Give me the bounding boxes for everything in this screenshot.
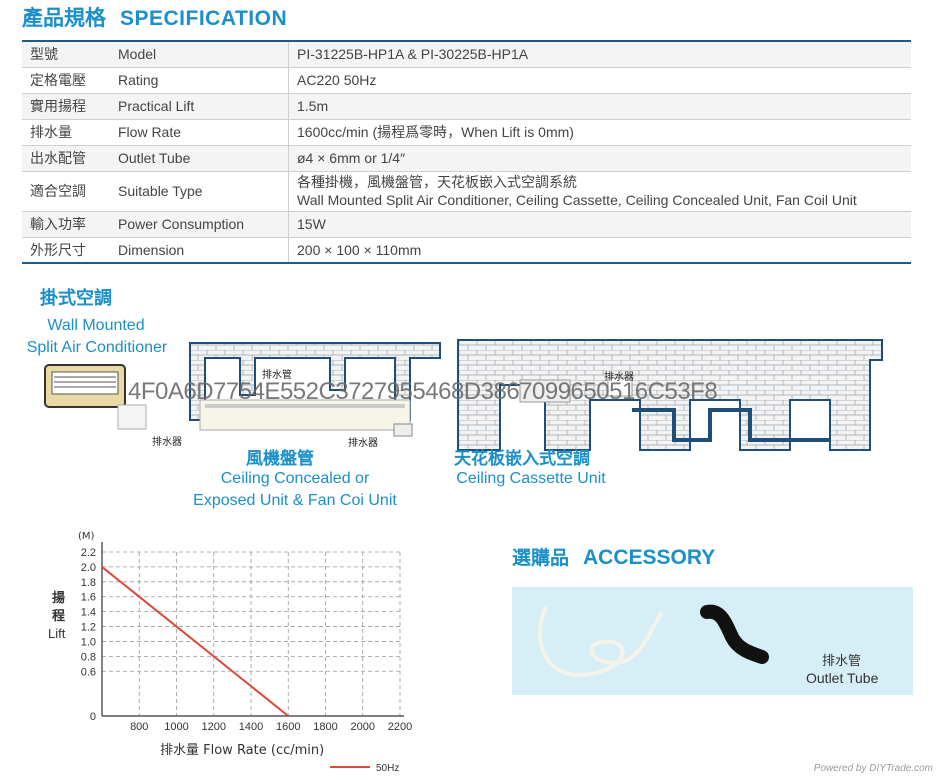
chart-y-unit: (M): [78, 531, 95, 542]
wall-mounted-unit: [44, 364, 147, 430]
x-tick-label: 1600: [276, 721, 300, 733]
x-tick-label: 1000: [164, 721, 188, 733]
spec-row-rating: 定格電壓 Rating AC220 50Hz: [22, 67, 911, 93]
accessory-heading-zh: 選購品: [512, 547, 570, 569]
spec-heading-zh: 產品規格: [22, 6, 106, 30]
x-tick-label: 1400: [239, 721, 263, 733]
fan-coil-ceiling: [189, 342, 441, 437]
spec-label-en: Dimension: [110, 237, 289, 263]
x-tick-label: 2200: [388, 721, 412, 733]
spec-row-suitable-type: 適合空調 Suitable Type 各種掛機，風機盤管，天花板嵌入式空調系統 …: [22, 171, 911, 211]
y-tick-label: 1.0: [81, 636, 96, 648]
x-tick-label: 1800: [313, 721, 337, 733]
spec-table: 型號 Model PI-31225B-HP1A & PI-30225B-HP1A…: [22, 40, 911, 264]
cassette-drain-pump-label: 排水器: [604, 372, 634, 383]
chart-y-label-zh-1: 揚: [52, 590, 65, 606]
spec-label-zh: 型號: [22, 41, 110, 67]
chart-y-label-en: Lift: [48, 626, 66, 641]
series-line-50Hz: [101, 566, 289, 717]
fan-coil-label-en-1: Ceiling Concealed or: [220, 470, 370, 487]
y-tick-label: 1.4: [81, 607, 96, 619]
spec-heading: 產品規格 SPECIFICATION: [22, 2, 287, 32]
wall-mounted-label-1: Wall Mounted: [47, 317, 145, 334]
lift-flow-chart: 800 1000 1200 1400 1600 1800 2000 2200 0 0.6 0.8 1.…: [48, 531, 412, 774]
cassette-label-en: Ceiling Cassette Unit: [456, 470, 606, 487]
spec-value: 15W: [288, 211, 911, 237]
spec-label-zh: 輸入功率: [22, 211, 110, 237]
install-section-title: 掛式空調: [40, 288, 112, 309]
installation-diagram: [44, 339, 883, 451]
cassette-ceiling: [457, 339, 883, 451]
y-tick-label: 0.8: [81, 651, 96, 663]
spec-row-practical-lift: 實用揚程 Practical Lift 1.5m: [22, 93, 911, 119]
spec-label-en: Practical Lift: [110, 93, 289, 119]
legend-label: 50Hz: [376, 763, 399, 774]
spec-value: 各種掛機，風機盤管，天花板嵌入式空調系統 Wall Mounted Split …: [289, 171, 912, 211]
spec-row-model: 型號 Model PI-31225B-HP1A & PI-30225B-HP1A: [22, 41, 911, 67]
spec-row-outlet-tube: 出水配管 Outlet Tube ø4 × 6mm or 1/4″: [22, 145, 911, 171]
footer-credit: Powered by DIYTrade.com: [813, 763, 933, 774]
x-tick-label: 2000: [351, 721, 375, 733]
spec-value: PI-31225B-HP1A & PI-30225B-HP1A: [288, 41, 911, 67]
accessory-heading-en: ACCESSORY: [583, 546, 716, 569]
spec-value-line-en: Wall Mounted Split Air Conditioner, Ceil…: [297, 192, 857, 208]
accessory-image: [538, 604, 769, 678]
spec-label-zh: 適合空調: [30, 184, 86, 200]
spec-row-power: 輸入功率 Power Consumption 15W: [22, 211, 911, 237]
y-tick-label: 2.2: [81, 547, 96, 559]
spec-label-en: Flow Rate: [110, 119, 289, 145]
clear-tube-illustration: [538, 606, 664, 678]
y-tick-label: 1.6: [81, 592, 96, 604]
accessory-item-zh: 排水管: [822, 654, 862, 669]
spec-row-dimension: 外形尺寸 Dimension 200 × 100 × 110mm: [22, 237, 911, 263]
y-tick-label: 2.0: [81, 562, 96, 574]
y-tick-label: 1.2: [81, 622, 96, 634]
accessory-item-en: Outlet Tube: [806, 670, 879, 686]
spec-label-en: Suitable Type: [110, 171, 289, 211]
accessory-heading: 選購品 ACCESSORY: [512, 543, 715, 570]
chart-x-label: 排水量 Flow Rate (cc/min): [160, 743, 324, 758]
spec-label-en: Power Consumption: [110, 211, 289, 237]
fan-coil-label-en-2: Exposed Unit & Fan Coi Unit: [193, 492, 397, 509]
spec-label-en: Outlet Tube: [110, 145, 289, 171]
spec-value: ø4 × 6mm or 1/4″: [288, 145, 911, 171]
spec-label-zh: 定格電壓: [30, 73, 86, 89]
wall-drain-pump-label: 排水器: [152, 437, 182, 448]
spec-label-zh: 出水配管: [22, 145, 110, 171]
chart-y-label-zh-2: 程: [52, 609, 65, 624]
fan-drain-pump-label: 排水器: [348, 438, 378, 449]
spec-row-flow-rate: 排水量 Flow Rate 1600cc/min (揚程爲零時，When Lif…: [22, 119, 911, 145]
y-tick-label: 0.6: [81, 666, 96, 678]
spec-value: 1600cc/min (揚程爲零時，When Lift is 0mm): [297, 124, 574, 140]
black-tube-illustration: [700, 604, 769, 664]
spec-label-zh: 排水量: [30, 125, 72, 141]
spec-value: AC220 50Hz: [297, 72, 377, 88]
fan-drain-pipe-label: 排水管: [262, 370, 292, 381]
y-tick-label: 1.8: [81, 577, 96, 589]
y-tick-label: 0: [90, 711, 96, 723]
spec-value: 1.5m: [288, 93, 911, 119]
wall-mounted-label-2: Split Air Conditioner: [26, 339, 168, 356]
spec-heading-en: SPECIFICATION: [120, 7, 288, 30]
watermark-text: 4F0A6D7754E552C3727955468D3867099650516C…: [128, 378, 718, 405]
spec-value-line-zh: 各種掛機，風機盤管，天花板嵌入式空調系統: [297, 174, 577, 190]
spec-label-zh: 實用揚程: [22, 93, 110, 119]
x-tick-label: 1200: [202, 721, 226, 733]
x-tick-label: 800: [130, 721, 148, 733]
spec-label-en: Rating: [110, 67, 289, 93]
cassette-label-zh: 天花板嵌入式空調: [454, 449, 590, 469]
spec-label-en: Model: [110, 41, 289, 67]
fan-coil-label-zh: 風機盤管: [246, 449, 314, 469]
accessory-panel: [512, 587, 913, 695]
spec-label-zh: 外形尺寸: [30, 242, 86, 259]
spec-value: 200 × 100 × 110mm: [297, 241, 422, 258]
